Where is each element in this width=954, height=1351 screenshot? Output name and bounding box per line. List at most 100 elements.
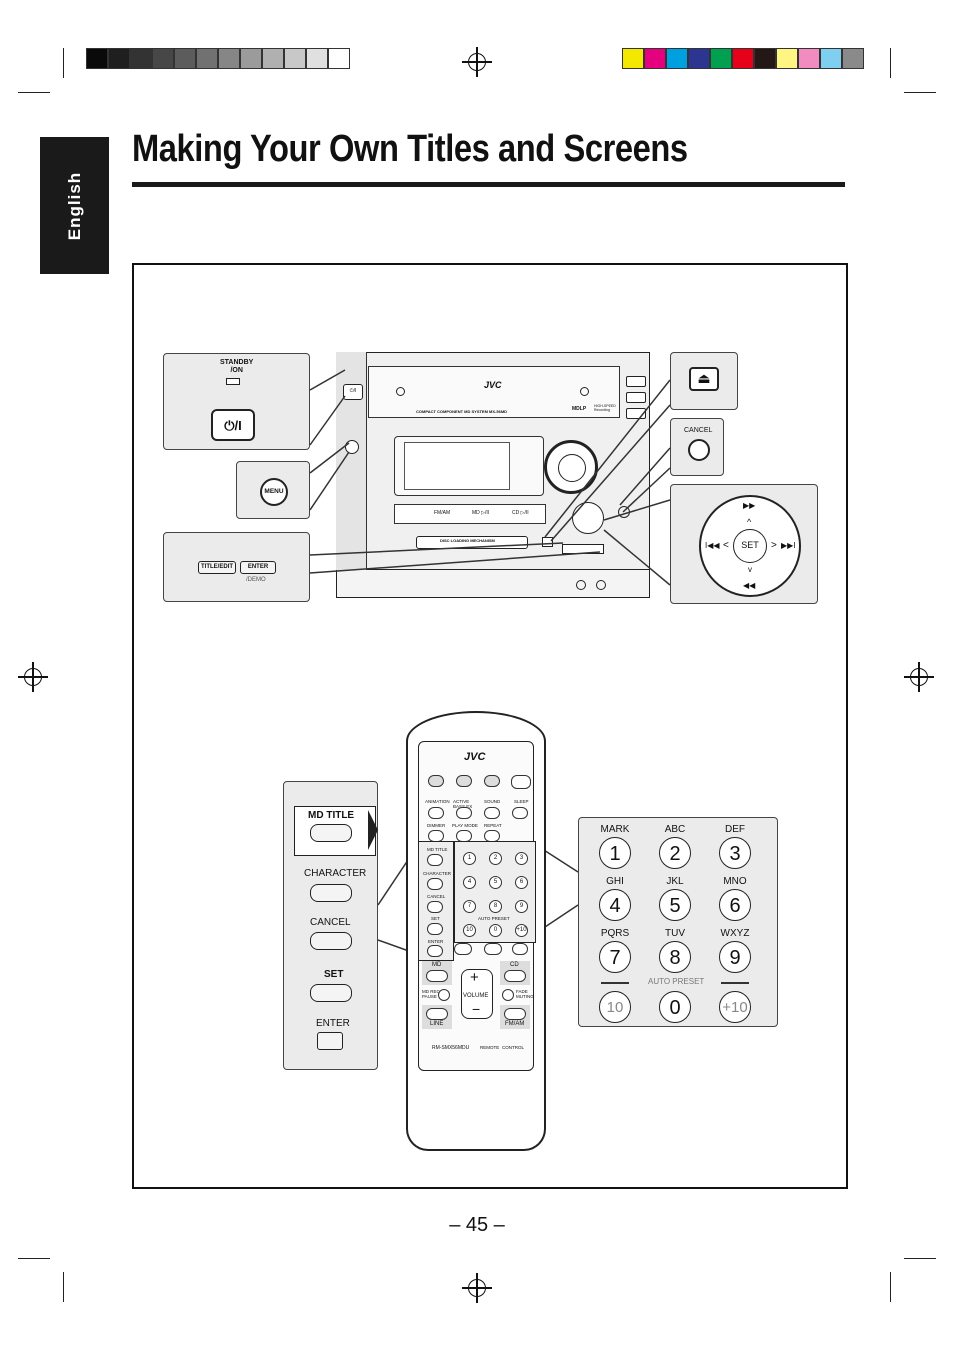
remote-power-key[interactable] <box>511 775 531 789</box>
display-screen <box>404 442 510 490</box>
remote-cancel-key[interactable] <box>427 901 443 913</box>
remote-fm-key[interactable] <box>504 1008 526 1020</box>
eject-callout: ⏏ <box>670 352 738 410</box>
crop-mark <box>890 48 891 78</box>
remote-md-title-key[interactable] <box>427 854 443 866</box>
title-edit-button[interactable]: TITLE/EDIT <box>198 561 236 574</box>
screw-right <box>580 387 589 396</box>
remote-source-key-2[interactable] <box>456 775 472 787</box>
volume-plus-icon: + <box>470 969 479 986</box>
cancel-button[interactable] <box>688 439 710 461</box>
keypad-key-9[interactable]: 9 <box>719 941 751 973</box>
remote-md-rec-label: MD REC PAUSE <box>422 989 440 999</box>
remote-fade-key[interactable] <box>502 989 514 1001</box>
remote-num-key[interactable]: 7 <box>463 900 476 913</box>
left-arrow-icon: < <box>723 540 729 551</box>
unit-speed: HIGH-SPEED Recording <box>594 404 616 412</box>
remote-md-label: MD <box>432 962 442 968</box>
remote-num-key[interactable]: 2 <box>489 852 502 865</box>
remote-word: REMOTE <box>480 1045 500 1050</box>
keypad-key-4[interactable]: 4 <box>599 889 631 921</box>
standby-on-button[interactable]: ⏻/I <box>211 409 255 441</box>
jog-set-button[interactable]: SET <box>733 529 767 563</box>
remote-num-key[interactable]: 9 <box>515 900 528 913</box>
remote-source-key-1[interactable] <box>428 775 444 787</box>
remote-num-key[interactable]: +10 <box>515 924 528 937</box>
remote-num-key[interactable]: 10 <box>463 924 476 937</box>
keypad-key-7[interactable]: 7 <box>599 941 631 973</box>
down-arrow-icon: v <box>748 565 752 574</box>
keypad-key-3[interactable]: 3 <box>719 837 751 869</box>
remote-md-play-key[interactable] <box>426 970 448 982</box>
keypad-key-8[interactable]: 8 <box>659 941 691 973</box>
color-swatch <box>622 48 644 69</box>
remote-source-key-3[interactable] <box>484 775 500 787</box>
keypad-letters: WXYZ <box>720 928 750 939</box>
crop-mark <box>18 92 50 93</box>
eject-button[interactable]: ⏏ <box>689 367 719 391</box>
remote-volume-rocker[interactable] <box>461 969 493 1019</box>
gray-swatch <box>86 48 108 69</box>
remote-set-key[interactable] <box>427 923 443 935</box>
remote-num-key[interactable]: 5 <box>489 876 502 889</box>
remote-character-key[interactable] <box>427 878 443 890</box>
remote-row2-label-2: ACTIVE BASS EX <box>453 799 473 809</box>
remote-num-key[interactable]: 3 <box>515 852 528 865</box>
remote-row2-label-3: SOUND <box>484 799 501 804</box>
md-title-label: MD TITLE <box>308 810 355 821</box>
remote-enter-key[interactable] <box>427 945 443 957</box>
disc-button-1 <box>626 376 646 387</box>
remote-side-label-3: CANCEL <box>427 894 446 899</box>
keypad-key-10[interactable]: 10 <box>599 991 631 1023</box>
remote-num-key[interactable]: 8 <box>489 900 502 913</box>
remote-md-rec-key[interactable] <box>438 989 450 1001</box>
remote-sound-key[interactable] <box>484 807 500 819</box>
color-swatch <box>732 48 754 69</box>
md-title-button[interactable] <box>310 824 352 842</box>
remote-line-key[interactable] <box>426 1008 448 1020</box>
unit-fm-am: FM/AM <box>434 510 451 516</box>
page-title: Making Your Own Titles and Screens <box>132 128 688 170</box>
color-swatch <box>666 48 688 69</box>
enter-label: ENTER <box>316 1018 350 1029</box>
gray-swatch <box>196 48 218 69</box>
menu-button[interactable]: MENU <box>260 478 288 506</box>
remote-animation-key[interactable] <box>428 807 444 819</box>
keypad-key-5[interactable]: 5 <box>659 889 691 921</box>
enter-remote-button[interactable] <box>317 1032 343 1050</box>
menu-label: MENU <box>264 488 284 495</box>
screw-left <box>396 387 405 396</box>
gray-swatch <box>108 48 130 69</box>
remote-prev-key[interactable] <box>454 943 472 955</box>
gray-swatch <box>152 48 174 69</box>
keypad-key-0[interactable]: 0 <box>659 991 691 1023</box>
remote-bass-key[interactable] <box>456 807 472 819</box>
enter-button[interactable]: ENTER <box>240 561 276 574</box>
source-button-strip <box>394 504 546 524</box>
keypad-key-2[interactable]: 2 <box>659 837 691 869</box>
remote-side-label-4: SET <box>431 916 440 921</box>
set-label: SET <box>741 540 759 550</box>
eject-icon: ⏏ <box>697 370 711 386</box>
remote-num-key[interactable]: 1 <box>463 852 476 865</box>
remote-sleep-key[interactable] <box>512 807 528 819</box>
set-remote-button[interactable] <box>310 984 352 1002</box>
remote-next-key[interactable] <box>484 943 502 955</box>
cancel-callout: CANCEL <box>670 418 724 476</box>
remote-num-key[interactable]: 0 <box>489 924 502 937</box>
unit-model: COMPACT COMPONENT MD SYSTEM MX-56MD <box>416 409 508 414</box>
remote-cd-play-key[interactable] <box>504 970 526 982</box>
cancel-remote-button[interactable] <box>310 932 352 950</box>
unit-jog <box>572 502 604 534</box>
remote-line-label: LINE <box>430 1021 444 1027</box>
character-button[interactable] <box>310 884 352 902</box>
remote-stop-key[interactable] <box>512 943 528 955</box>
keypad-key-6[interactable]: 6 <box>719 889 751 921</box>
keypad-key-+10[interactable]: +10 <box>719 991 751 1023</box>
unit-cd-play: CD ▷/II <box>512 510 529 516</box>
remote-num-key[interactable]: 4 <box>463 876 476 889</box>
illustration-frame <box>132 263 848 1189</box>
keypad-key-1[interactable]: 1 <box>599 837 631 869</box>
remote-num-key[interactable]: 6 <box>515 876 528 889</box>
